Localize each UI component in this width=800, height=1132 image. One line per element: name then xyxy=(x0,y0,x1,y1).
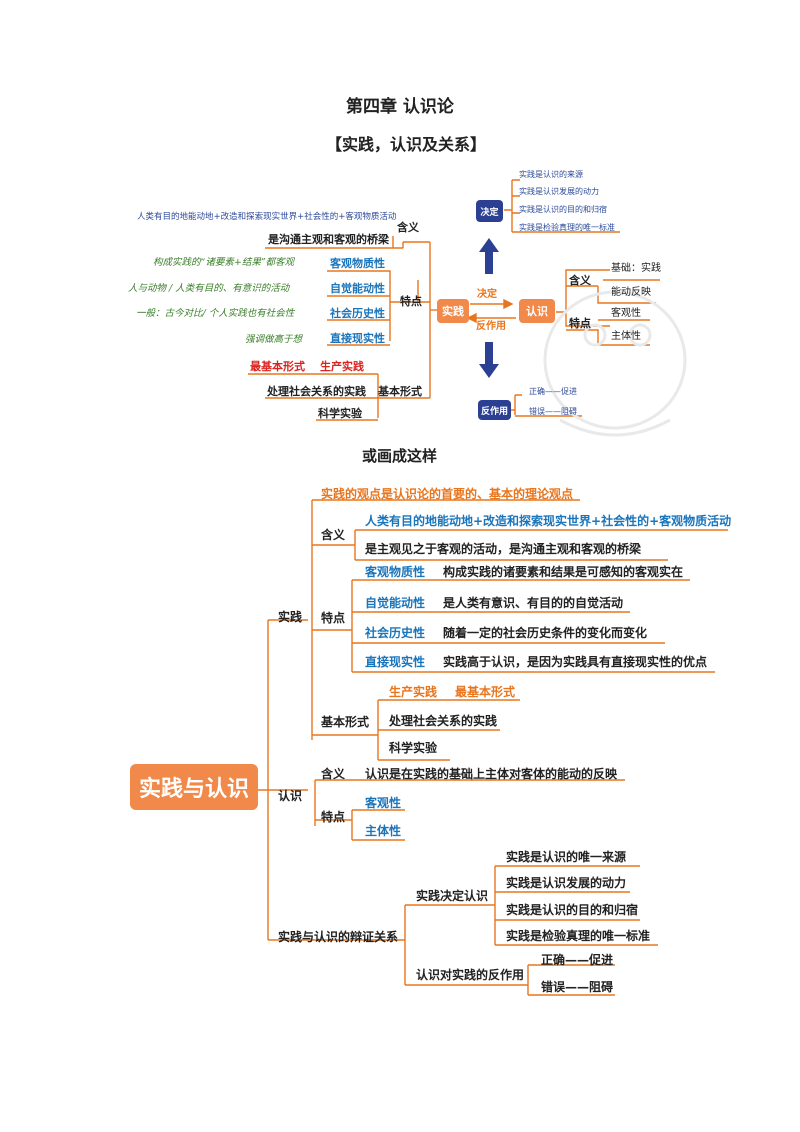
practice2-feature-name-4: 直接现实性 xyxy=(365,655,426,669)
cognition-feature-1: 客观性 xyxy=(611,308,641,319)
cognition2-meaning-label: 含义 xyxy=(321,767,346,781)
arrow-decide-label: 决定 xyxy=(477,289,497,300)
practice-meaning-detail: 人类有目的地能动地+改造和探索现实世界+社会性的+客观物质活动 xyxy=(137,212,397,222)
practice-meaning-label: 含义 xyxy=(397,221,419,234)
cognition2-label: 认识 xyxy=(278,789,303,803)
relation-react-item-2: 错误——阻碍 xyxy=(541,980,614,994)
cognition-meaning-item-2: 能动反映 xyxy=(611,287,651,298)
feature-note-4: 强调做高于想 xyxy=(245,334,303,345)
practice2-forms-item-2: 科学实验 xyxy=(389,741,438,755)
feature-note-3: 一般：古今对比/ 个人实践也有社会性 xyxy=(136,308,295,319)
relation-react-label: 认识对实践的反作用 xyxy=(416,968,525,982)
practice2-meaning-item-1: 人类有目的地能动地+改造和探索现实世界+社会性的+客观物质活动 xyxy=(365,514,732,528)
top-note: 实践的观点是认识论的首要的、基本的理论观点 xyxy=(321,487,574,501)
forms-item-2: 科学实验 xyxy=(318,407,362,420)
forms-top-right: 生产实践 xyxy=(320,360,364,373)
practice-label: 实践 xyxy=(278,610,303,624)
page-title: 第四章 认识论 xyxy=(346,97,454,117)
practice2-feature-desc-4: 实践高于认识，是因为实践具有直接现实性的优点 xyxy=(443,655,708,669)
react-item-1: 正确——促进 xyxy=(529,387,577,396)
forms-label: 基本形式 xyxy=(378,385,422,398)
cognition-node: 认识 xyxy=(519,299,555,323)
relation-react-item-1: 正确——促进 xyxy=(541,953,614,967)
relation-decide-item-2: 实践是认识发展的动力 xyxy=(506,876,627,890)
cognition-features-label: 特点 xyxy=(569,317,591,330)
relation-decide-item-4: 实践是检验真理的唯一标准 xyxy=(506,929,651,943)
decide-item-4: 实践是检验真理的唯一标准 xyxy=(519,223,615,232)
relation-decide-item-3: 实践是认识的目的和归宿 xyxy=(506,903,639,917)
decide-item-1: 实践是认识的来源 xyxy=(519,170,583,179)
practice2-meaning-label: 含义 xyxy=(321,528,346,542)
decide-item-2: 实践是认识发展的动力 xyxy=(519,187,599,196)
practice-node: 实践 xyxy=(437,299,469,323)
root-node: 实践与认识 xyxy=(130,764,258,810)
cognition-feature-2: 主体性 xyxy=(611,331,641,342)
react-box: 反作用 xyxy=(478,400,511,420)
forms-item-1: 处理社会关系的实践 xyxy=(267,385,366,398)
practice2-feature-name-2: 自觉能动性 xyxy=(365,596,426,610)
arrow-react-label: 反作用 xyxy=(476,321,506,332)
decide-box: 决定 xyxy=(476,200,503,222)
feature-name-4: 直接现实性 xyxy=(330,332,385,345)
practice2-forms-label: 基本形式 xyxy=(321,715,370,729)
practice2-forms-item-1: 处理社会关系的实践 xyxy=(389,714,498,728)
cognition2-features-label: 特点 xyxy=(321,810,346,824)
feature-name-2: 自觉能动性 xyxy=(330,282,385,295)
relation-decide-item-1: 实践是认识的唯一来源 xyxy=(506,850,627,864)
practice2-forms-top-left: 生产实践 xyxy=(389,685,438,699)
cognition2-feature-1: 客观性 xyxy=(365,796,402,810)
react-item-2: 错误——阻碍 xyxy=(529,407,577,416)
feature-name-3: 社会历史性 xyxy=(330,307,385,320)
practice2-feature-desc-3: 随着一定的社会历史条件的变化而变化 xyxy=(443,626,648,640)
relation-decide-label: 实践决定认识 xyxy=(416,889,489,903)
practice2-feature-desc-1: 构成实践的诸要素和结果是可感知的客观实在 xyxy=(443,565,684,579)
practice2-forms-top-right: 最基本形式 xyxy=(455,685,516,699)
practice2-feature-name-3: 社会历史性 xyxy=(365,626,426,640)
practice2-feature-desc-2: 是人类有意识、有目的的自觉活动 xyxy=(443,596,624,610)
practice2-meaning-item-2: 是主观见之于客观的活动，是沟通主观和客观的桥梁 xyxy=(365,542,642,556)
cognition-meaning-label: 含义 xyxy=(569,274,591,287)
relation-label: 实践与认识的辩证关系 xyxy=(278,930,399,944)
feature-note-2: 人与动物 / 人类有目的、有意识的活动 xyxy=(128,283,290,294)
practice2-features-label: 特点 xyxy=(321,611,346,625)
cognition2-meaning-text: 认识是在实践的基础上主体对客体的能动的反映 xyxy=(365,767,618,781)
practice-meaning-bridge: 是沟通主观和客观的桥梁 xyxy=(268,233,389,246)
practice2-feature-name-1: 客观物质性 xyxy=(365,565,426,579)
cognition-meaning-item-1: 基础：实践 xyxy=(611,263,661,274)
cognition2-feature-2: 主体性 xyxy=(365,824,402,838)
feature-note-1: 构成实践的“诸要素+结果”都客观 xyxy=(153,257,295,268)
forms-top-left: 最基本形式 xyxy=(250,360,305,373)
section-title: 【实践，认识及关系】 xyxy=(326,135,487,154)
practice-features-label: 特点 xyxy=(400,295,422,308)
divider-text: 或画成这样 xyxy=(362,447,438,465)
feature-name-1: 客观物质性 xyxy=(330,257,385,270)
decide-item-3: 实践是认识的目的和归宿 xyxy=(519,205,607,214)
